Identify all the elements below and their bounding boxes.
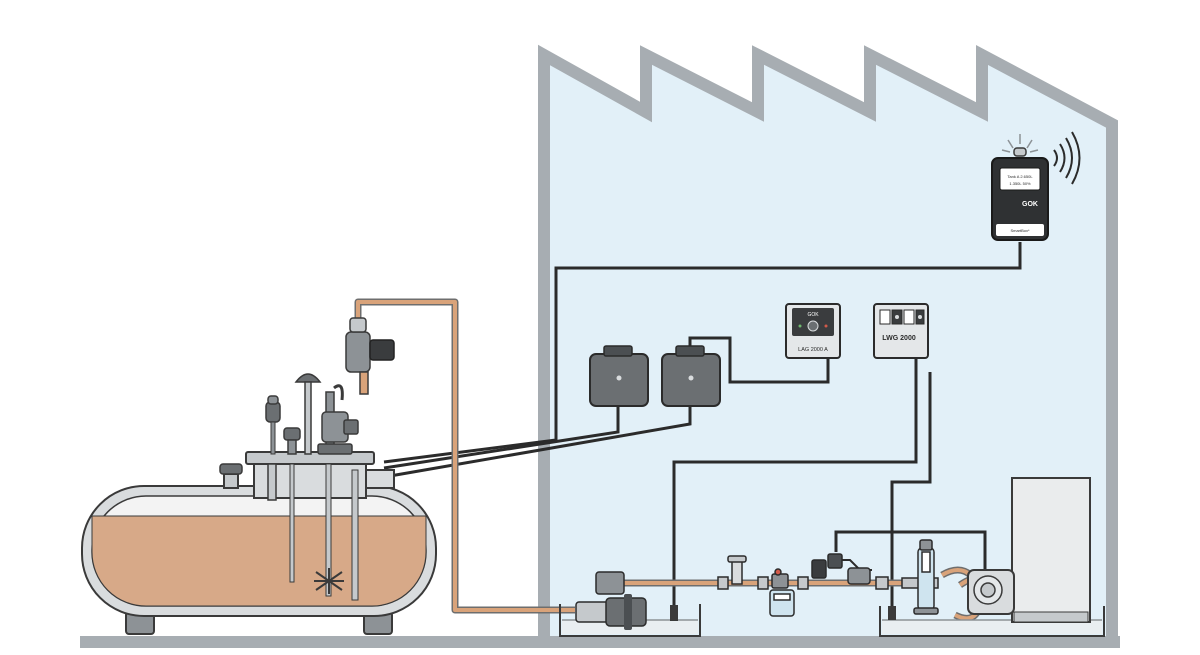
ground-line	[80, 636, 1120, 648]
building-walls	[538, 44, 1118, 640]
lag-panel-brand: GOK	[807, 312, 819, 318]
suction-foot-valve	[314, 568, 344, 594]
signal-cables	[383, 242, 1022, 612]
tank-fittings	[265, 317, 395, 601]
oil-tank	[81, 451, 437, 635]
gateway-display-line1: Tank A 2.650L	[1007, 174, 1033, 179]
tank-side-nozzle	[365, 469, 395, 489]
boiler	[967, 477, 1091, 623]
lag-panel-label: LAG 2000 A	[798, 347, 828, 353]
oil-pump	[575, 571, 647, 630]
gateway-display-line2: 1.350L 50%	[1009, 181, 1031, 186]
lag-2000-a-panel: GOK LAG 2000 A	[785, 303, 841, 359]
monitoring-gateway: Tank A 2.650L 1.350L 50% GOK SmartBox*	[991, 131, 1081, 241]
wireless-signal-icon	[1053, 131, 1081, 185]
relay-box-1	[589, 345, 649, 407]
deaerator-filter	[901, 539, 939, 615]
lwg-2000-panel: LWG 2000	[873, 303, 929, 359]
lwg-panel-label: LWG 2000	[882, 335, 916, 342]
gateway-brand: GOK	[1022, 201, 1038, 208]
gateway-sub: SmartBox*	[1010, 228, 1030, 233]
relay-box-2	[661, 345, 721, 407]
warning-light-icon	[1001, 134, 1039, 157]
valve-group	[717, 553, 889, 617]
tank-vent-nozzle	[223, 473, 239, 489]
tank-oil-fill	[91, 515, 427, 607]
